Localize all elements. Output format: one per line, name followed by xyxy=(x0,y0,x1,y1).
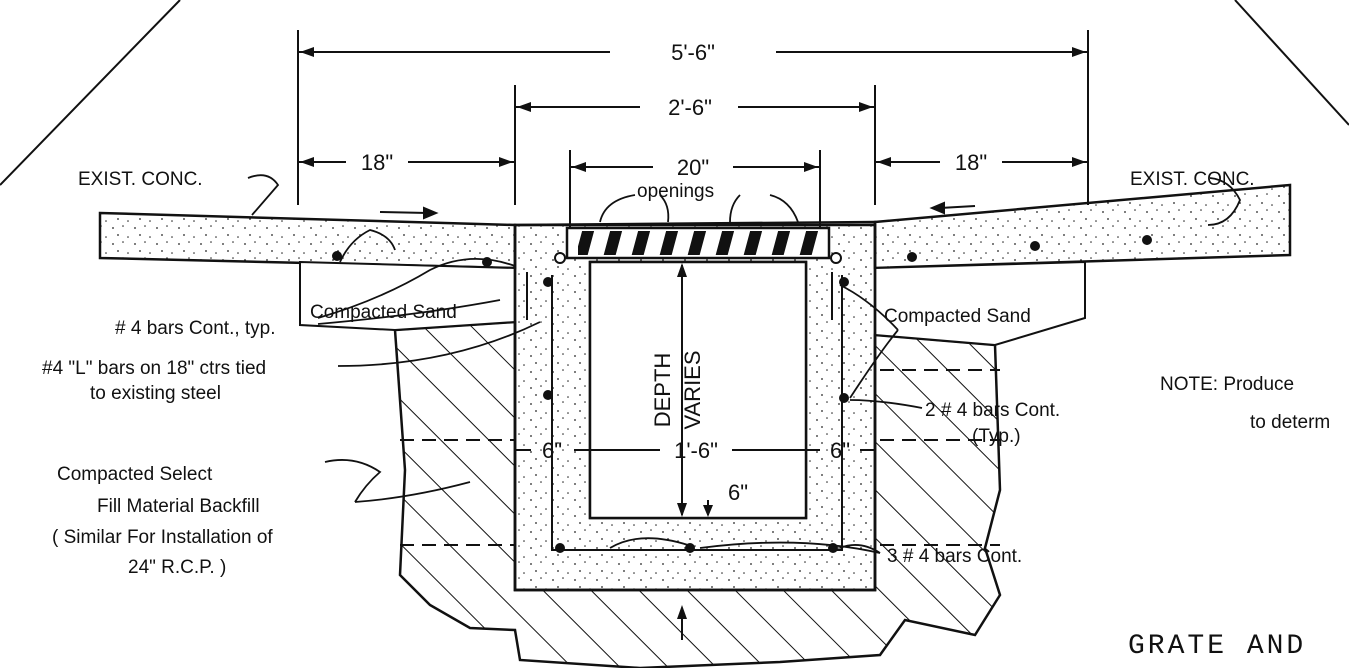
note-line1: NOTE: Produce xyxy=(1160,374,1294,395)
dimension-lines xyxy=(297,30,1089,640)
dim-wall-right: 6" xyxy=(830,438,850,463)
sheet-title-partial: GRATE AND xyxy=(1128,631,1306,662)
dim-overall: 5'-6" xyxy=(671,40,715,65)
rebar-dot xyxy=(907,252,917,262)
note-line2: to determ xyxy=(1250,412,1330,433)
rebar-cage xyxy=(551,275,843,551)
l-bars-label-line2: to existing steel xyxy=(90,383,221,404)
corner-line-right xyxy=(1234,0,1349,126)
rebar-dot xyxy=(1030,241,1040,251)
dim-channel-width: 1'-6" xyxy=(674,438,718,463)
three-bars-label: 3 # 4 bars Cont. xyxy=(887,546,1022,567)
rebar-dot xyxy=(332,251,342,261)
grate-openings xyxy=(578,231,818,255)
dim-wall-left: 6" xyxy=(542,438,562,463)
exist-conc-left-label: EXIST. CONC. xyxy=(78,169,203,190)
existing-concrete-left xyxy=(98,211,517,270)
dim-left-strip: 18" xyxy=(361,150,393,175)
openings-label: openings xyxy=(637,181,714,202)
grate-bolt-right xyxy=(830,252,842,264)
backfill-label-line2: Fill Material Backfill xyxy=(97,496,260,517)
rebar-dot xyxy=(1142,235,1152,245)
rebar-dot xyxy=(839,393,849,403)
l-bars-label-line1: #4 "L" bars on 18" ctrs tied xyxy=(42,358,266,379)
depth-label: DEPTH xyxy=(650,353,675,428)
corner-line-left xyxy=(0,0,181,186)
dimension-arrowheads xyxy=(300,47,1086,619)
compacted-sand-right-label: Compacted Sand xyxy=(884,306,1031,327)
backfill-label-line1: Compacted Select xyxy=(57,464,213,485)
varies-label: VARIES xyxy=(680,350,705,429)
dim-right-strip: 18" xyxy=(955,150,987,175)
rebar-dot xyxy=(543,277,553,287)
rebar-dot xyxy=(555,543,565,553)
trench-outline xyxy=(513,223,877,592)
leader-lines xyxy=(247,174,1241,554)
grate-bolt-left xyxy=(554,252,566,264)
compacted-sand-left xyxy=(299,260,516,332)
compacted-sand-left-label: Compacted Sand xyxy=(310,302,457,323)
two-bars-label-line1: 2 # 4 bars Cont. xyxy=(925,400,1060,421)
backfill-label-line3: ( Similar For Installation of xyxy=(52,527,273,548)
exist-conc-right-label: EXIST. CONC. xyxy=(1130,169,1255,190)
rebar-dot xyxy=(839,277,849,287)
existing-concrete-right xyxy=(873,183,1292,270)
rebar-dot xyxy=(543,390,553,400)
backfill-label-line4: 24" R.C.P. ) xyxy=(128,557,226,578)
dim-grate: 20" xyxy=(677,155,709,180)
trench-channel xyxy=(588,260,808,520)
bars-cont-typ-label: # 4 bars Cont., typ. xyxy=(115,318,276,339)
dim-floor: 6" xyxy=(728,480,748,505)
two-bars-label-line2: (Typ.) xyxy=(972,426,1021,447)
dim-inner: 2'-6" xyxy=(668,95,712,120)
compacted-sand-right xyxy=(874,260,1086,347)
